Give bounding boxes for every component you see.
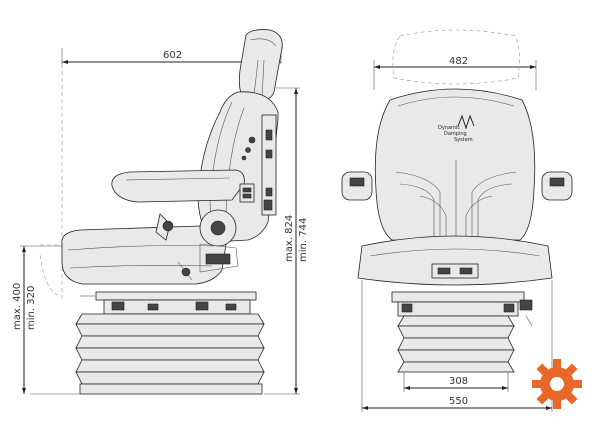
front-suspension-plate: [391, 291, 525, 303]
front-width-label: 482: [449, 56, 468, 67]
front-bellows: [397, 315, 515, 373]
front-seat-cushion: [357, 235, 553, 286]
armrest: [111, 169, 245, 203]
dynamic-damping-logo: Dynamic Damping System: [438, 114, 475, 143]
side-base-max-label: max. 400: [12, 283, 23, 330]
headrest: [238, 29, 283, 101]
bellows: [75, 313, 265, 395]
svg-text:Damping: Damping: [444, 131, 467, 137]
side-height-max-label: max. 824: [284, 215, 295, 262]
front-overall-label: 550: [449, 396, 468, 407]
side-view: 602: [12, 29, 309, 395]
front-view: 482 Dynamic Damping System: [341, 29, 573, 412]
front-backrest: [374, 88, 536, 241]
side-base-min-label: min. 320: [26, 286, 37, 330]
adjustment-knob-icon: [162, 220, 174, 232]
side-width-label: 602: [163, 50, 182, 61]
gear-logo-icon: [532, 359, 582, 409]
front-base-label: 308: [449, 376, 468, 387]
side-height-min-label: min. 744: [298, 218, 309, 262]
svg-text:System: System: [454, 137, 473, 143]
suspension-plate: [95, 291, 257, 301]
front-headrest: [392, 29, 520, 85]
svg-text:Dynamic: Dynamic: [438, 125, 460, 131]
